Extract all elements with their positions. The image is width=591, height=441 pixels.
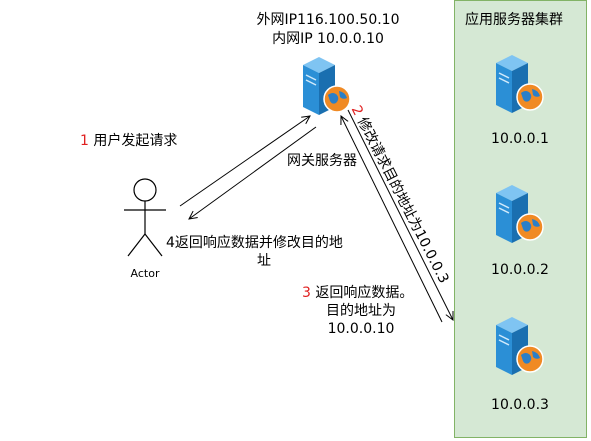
step-3-number: 3 — [302, 285, 311, 301]
server-icon — [496, 185, 528, 243]
server-1-ip: 10.0.0.1 — [491, 131, 549, 147]
step-3-line-3: 10.0.0.10 — [327, 321, 395, 337]
cluster-server-2-icon — [496, 185, 544, 243]
cluster-server-3-icon — [496, 317, 544, 375]
arrow-response-to-gateway — [341, 116, 443, 323]
arrow-user-request — [179, 116, 310, 207]
step-3-line-1: 3 返回响应数据。 — [302, 285, 413, 302]
step-3-line-2: 目的地址为 — [326, 303, 396, 319]
step-1-number: 1 — [80, 133, 89, 149]
gateway-private-ip: 内网IP 10.0.0.10 — [272, 31, 384, 47]
server-2-ip: 10.0.0.2 — [491, 262, 549, 278]
step-1-text: 用户发起请求 — [88, 133, 178, 149]
globe-icon — [516, 83, 544, 111]
step-4-line-1: 4返回响应数据并修改目的地 — [166, 235, 343, 251]
gateway-public-ip: 外网IP116.100.50.10 — [256, 12, 400, 28]
globe-icon — [516, 345, 544, 373]
gateway-name: 网关服务器 — [287, 153, 357, 169]
server-3-ip: 10.0.0.3 — [491, 397, 549, 413]
arrow-forward-to-server — [347, 109, 453, 320]
cluster-server-1-icon — [496, 55, 544, 113]
arrow-response-to-user — [189, 126, 317, 219]
step-1-label: 1 用户发起请求 — [80, 133, 177, 150]
step-3-text: 返回响应数据。 — [310, 285, 414, 301]
gateway-server-icon — [303, 57, 351, 115]
cluster-title: 应用服务器集群 — [465, 12, 563, 28]
step-4-line-2: 址 — [257, 253, 271, 269]
globe-icon — [323, 85, 351, 113]
globe-icon — [516, 213, 544, 241]
actor-label: Actor — [130, 267, 160, 280]
actor-icon — [124, 178, 166, 257]
